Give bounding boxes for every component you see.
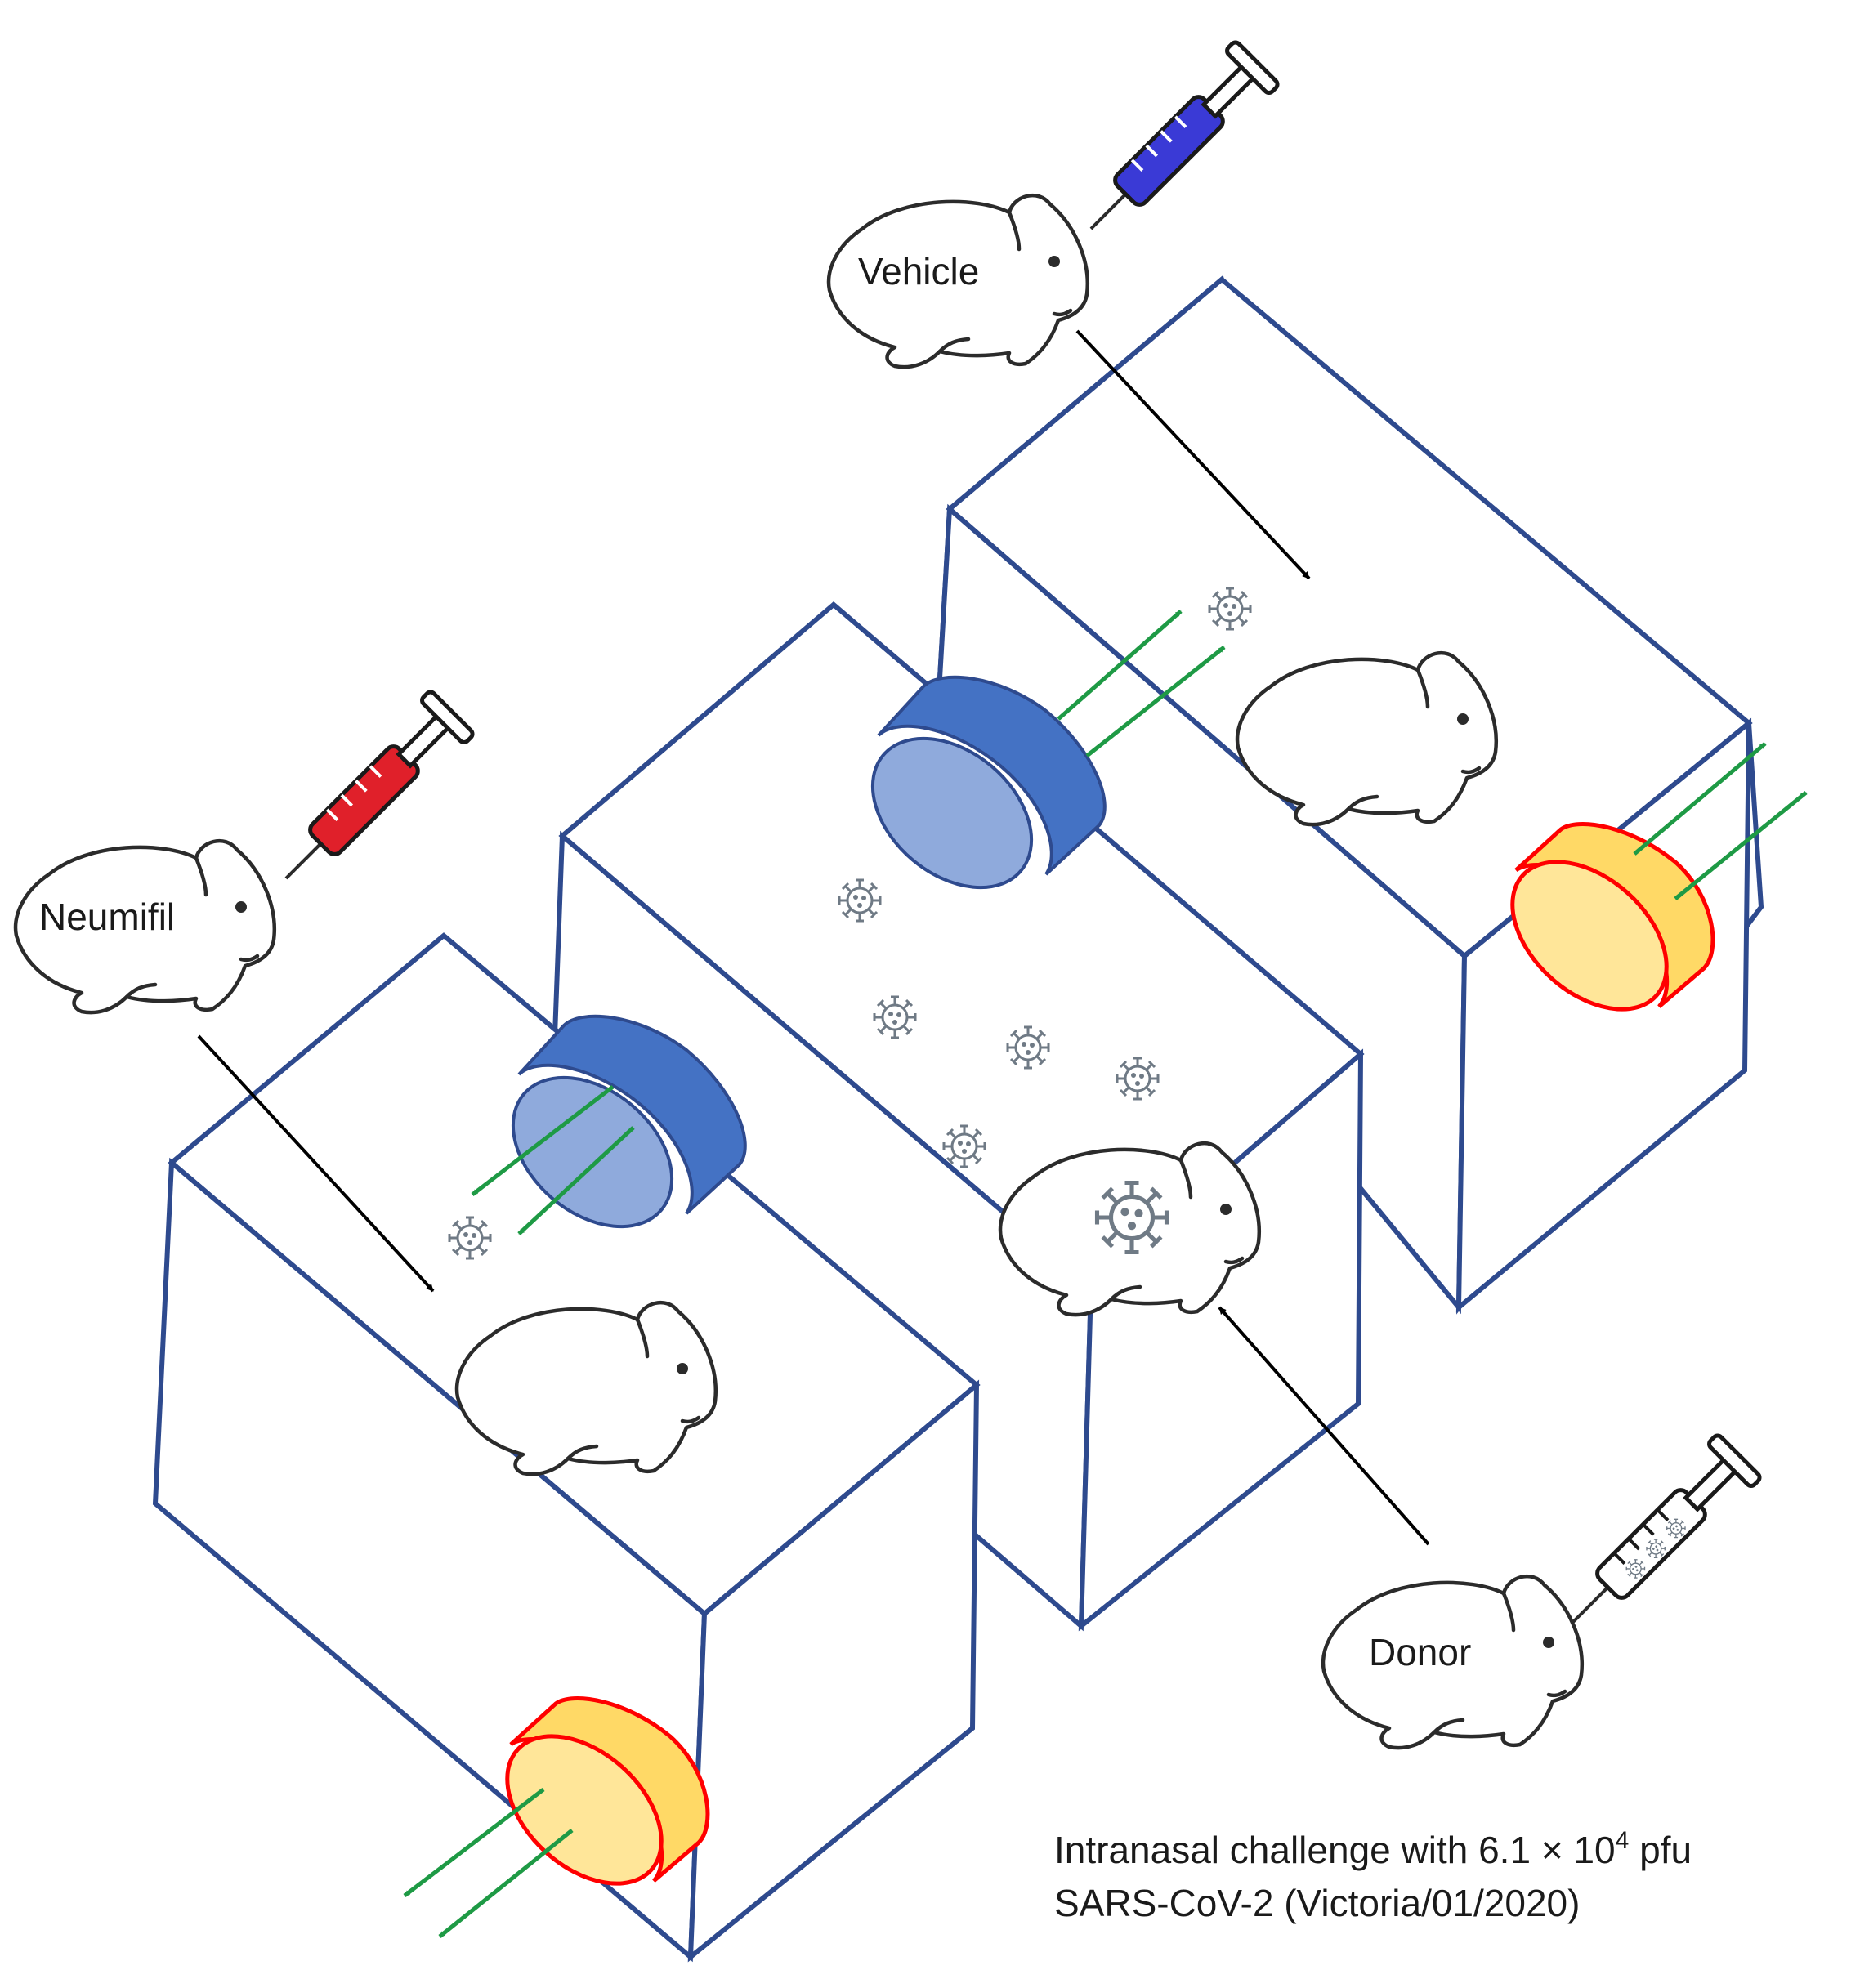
vehicle-label: Vehicle — [858, 250, 979, 293]
neumifil-transfer-arrow — [197, 1034, 435, 1293]
vehicle-transfer-arrow — [1075, 329, 1311, 580]
vehicle-animal: Vehicle — [829, 195, 1088, 367]
challenge-caption: Intranasal challenge with 6.1 × 104 pfu … — [1054, 1827, 1692, 1924]
challenge-line-1: Intranasal challenge with 6.1 × 104 pfu — [1054, 1827, 1692, 1871]
syringe-icon — [284, 690, 475, 880]
filter-disc-icon — [505, 1696, 710, 1886]
donor-label: Donor — [1369, 1631, 1471, 1673]
transfer-arrows — [197, 329, 1430, 1546]
airflow-arrows — [403, 610, 1808, 1938]
syringe-icon — [1572, 1433, 1762, 1624]
filter-disc-icon — [511, 1014, 747, 1229]
neumifil-label: Neumifil — [39, 896, 175, 938]
syringe-icon — [1089, 40, 1280, 230]
donor-transfer-arrow — [1218, 1306, 1430, 1546]
donor-animal: Donor — [1323, 1576, 1582, 1748]
neumifil-animal: Neumifil — [16, 841, 275, 1012]
challenge-line-2: SARS-CoV-2 (Victoria/01/2020) — [1054, 1882, 1580, 1924]
filter-disc-icon — [1510, 822, 1715, 1012]
filter-disc-icon — [870, 675, 1107, 890]
